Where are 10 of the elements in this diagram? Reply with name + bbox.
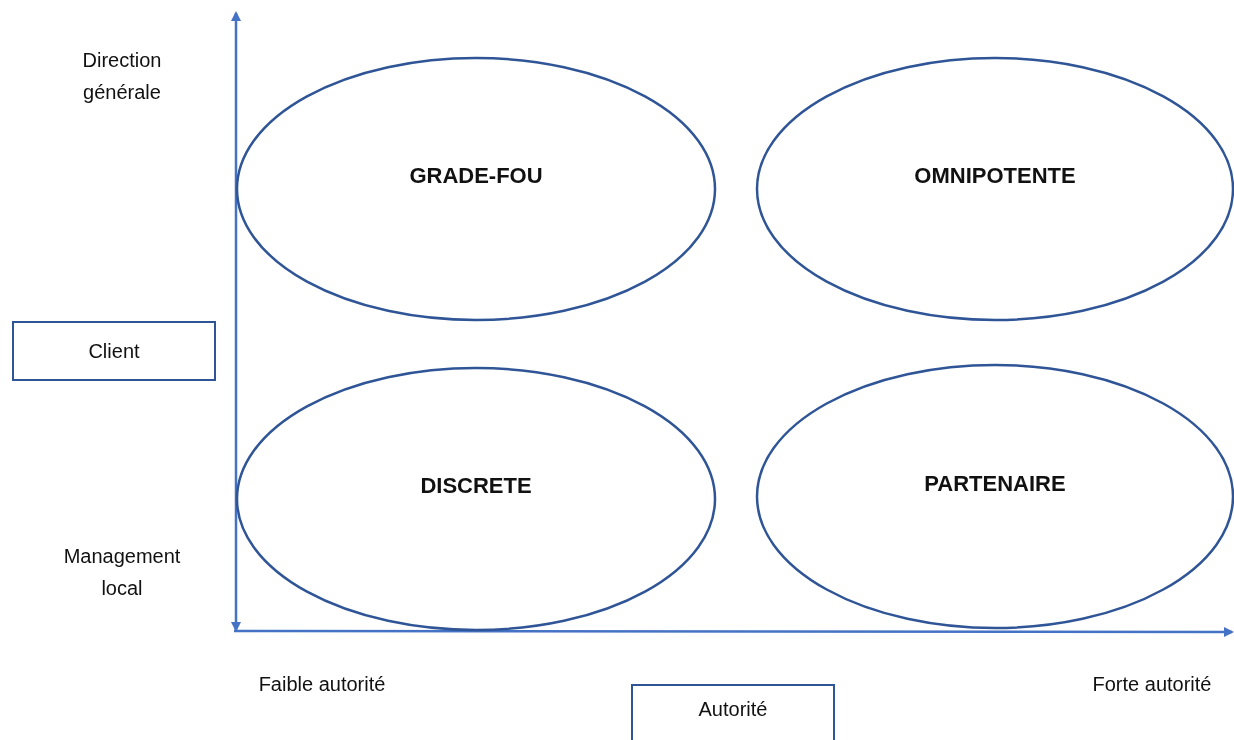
quadrant-label: GRADE-FOU — [409, 163, 543, 189]
axis-end-label: Management local — [62, 544, 182, 601]
axis-end-label: Forte autorité — [1091, 672, 1213, 697]
quadrant-label: OMNIPOTENTE — [914, 163, 1076, 189]
quadrant-label: PARTENAIRE — [924, 470, 1066, 497]
axis-end-label: Faible autorité — [257, 672, 387, 697]
axis-title-box: Autorité — [631, 684, 835, 740]
quadrant-label: DISCRETE — [420, 473, 532, 499]
axis-end-label: Direction générale — [81, 48, 163, 105]
axis-title-box: Client — [12, 321, 216, 381]
